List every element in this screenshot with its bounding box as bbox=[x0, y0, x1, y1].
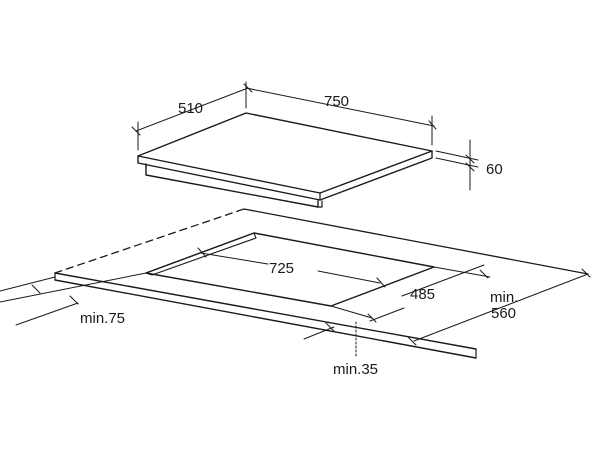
hob-length-label: 750 bbox=[324, 93, 350, 110]
dimension-line-min560 bbox=[303, 268, 591, 346]
cutout-depth-label: 485 bbox=[410, 286, 436, 303]
dimension-line-725 bbox=[197, 247, 386, 288]
cutout-length-label: 725 bbox=[269, 260, 295, 277]
min-thickness-label: min.35 bbox=[333, 361, 379, 378]
min-worktop-label-line2: 560 bbox=[491, 305, 517, 322]
dimension-line-750 bbox=[245, 87, 437, 146]
dimension-line-60 bbox=[435, 139, 479, 191]
worktop-outline bbox=[54, 208, 589, 359]
hob-height-label: 60 bbox=[486, 161, 503, 178]
hob-width-label: 510 bbox=[178, 100, 204, 117]
dimension-line-min75 bbox=[0, 272, 147, 326]
min-edge-label: min.75 bbox=[80, 310, 126, 327]
min-worktop-label-line1: min. bbox=[490, 289, 519, 306]
dimension-line-485 bbox=[330, 264, 491, 323]
hob-outline bbox=[137, 112, 433, 208]
